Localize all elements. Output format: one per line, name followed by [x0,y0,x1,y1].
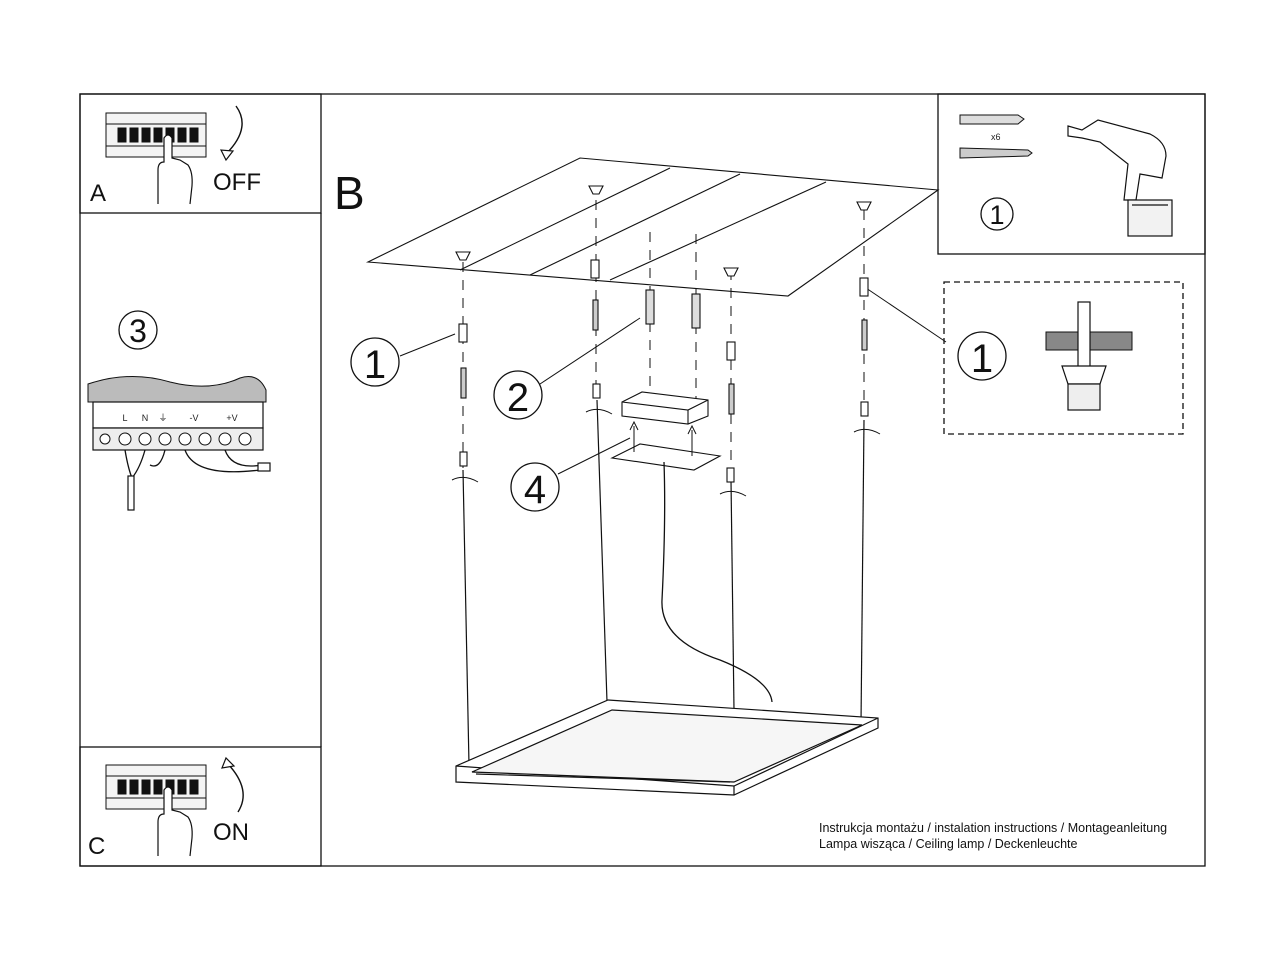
leader-line [539,317,641,385]
leader-line [557,437,631,475]
terminal-label: -V [190,413,199,423]
callout-circle [350,337,400,387]
anchor-detail-panel: 1 [865,287,1133,411]
step-number: 1 [971,337,993,381]
leader-line [865,287,947,343]
callout-number: 1 [364,343,386,387]
leader-line [399,333,456,357]
arrowhead-icon [219,149,235,162]
cable-end [127,475,135,511]
drill-icon [1067,119,1173,237]
breaker-icon [105,764,207,810]
arrowhead-icon [221,756,236,769]
terminal-label: N [142,413,149,423]
guide-lines [462,200,865,476]
switch-state-label: OFF [213,169,261,196]
tools-panel: x6 1 [959,114,1173,237]
panel-letter: B [334,167,365,219]
caption-line-1: Instrukcja montażu / instalation instruc… [819,821,1167,835]
panel-letter: A [90,180,106,207]
twist-arrow-icons [451,408,881,497]
ceiling-plane [365,157,940,297]
terminal-strip [92,427,264,451]
wires [124,449,263,479]
wall-plug-icon [959,114,1025,125]
callout-circle [493,370,543,420]
canopy-box [621,391,709,425]
callout-number: 2 [507,376,529,420]
anchor-head-icon [1061,365,1107,385]
screw-icon [959,147,1033,159]
terminal-block [92,401,264,429]
anchor-bolt-icon [1077,301,1091,373]
switch-state-label: ON [213,819,249,846]
mounting-plate [610,443,722,471]
breaker-icon [105,112,207,158]
caption-line-2: Lampa wisząca / Ceiling lamp / Deckenleu… [819,837,1078,851]
power-cable [661,461,773,703]
cable-end [257,462,271,472]
frame [79,93,1206,867]
lamp-frame [455,699,879,796]
terminal-label: +V [226,413,237,423]
terminal-label: L [122,413,127,423]
panel-b: B [334,157,940,796]
callout-number: 4 [524,468,546,512]
terminal-label: ⏚ [158,413,167,423]
cable-bundle [87,376,267,403]
rotate-down-arrow-icon [225,105,243,155]
panel-letter: C [88,833,105,860]
quantity-label: x6 [991,132,1001,142]
step-circle [957,331,1007,381]
up-arrow-icons [629,420,697,456]
hand-icon [157,134,193,205]
callout-circle [510,462,560,512]
step-number: 3 [129,313,147,349]
anchor-sleeve-icon [1067,383,1101,411]
panel-c: C ON [88,756,249,860]
rotate-up-arrow-icon [227,763,244,813]
wiring-section: 3 L N ⏚ -V +V [87,310,271,511]
step-circle [118,310,158,350]
step-circle [980,197,1014,231]
panel-a: A OFF [90,105,261,207]
hand-icon [157,786,193,857]
ceiling-anchor-icons [455,185,872,483]
step-number: 1 [989,200,1004,230]
screw-terminal-icons [99,432,252,446]
